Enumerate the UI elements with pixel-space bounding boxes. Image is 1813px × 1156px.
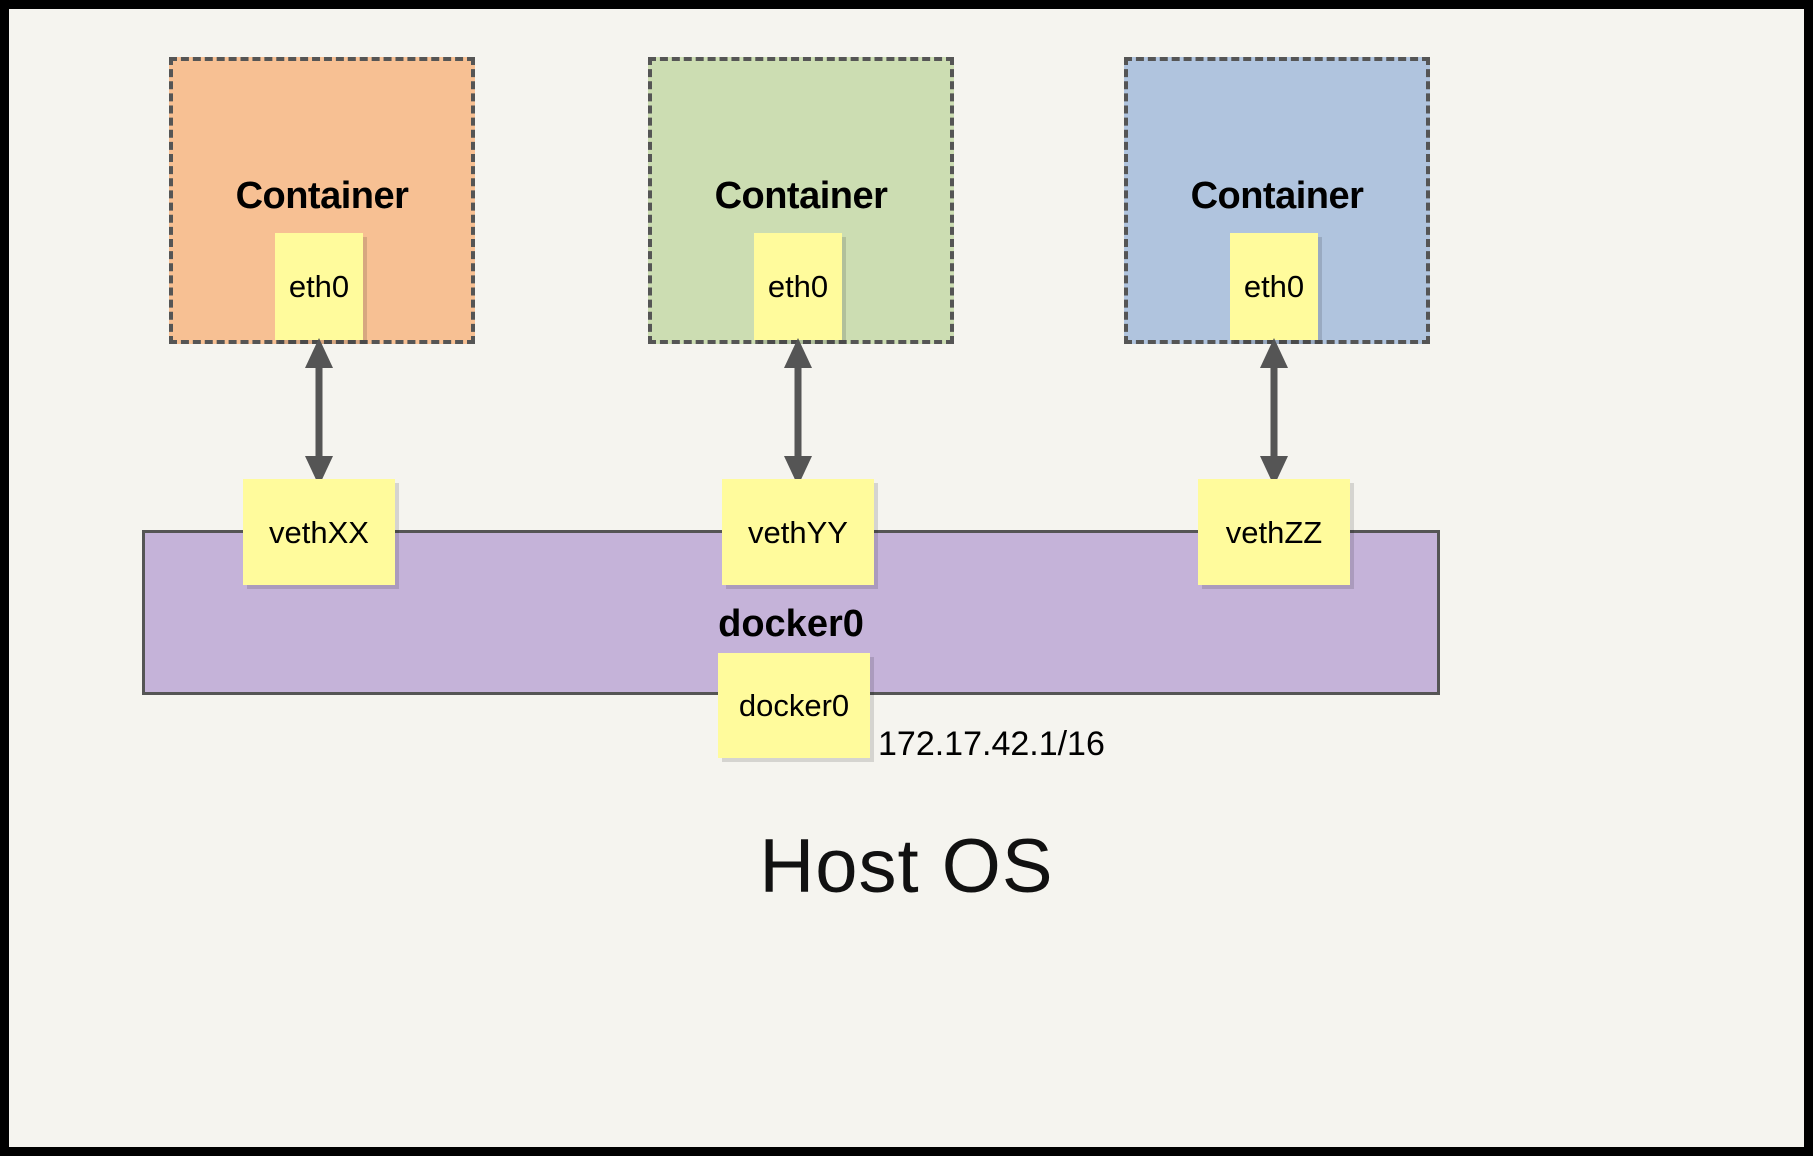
container-eth0-note-3[interactable]: eth0 <box>1230 233 1318 340</box>
container-title-1: Container <box>235 175 409 217</box>
docker0-interface-note[interactable]: docker0 <box>718 653 870 758</box>
container-eth0-label-2: eth0 <box>767 269 829 304</box>
docker0-interface-label: docker0 <box>738 688 850 723</box>
veth-label-1: vethXX <box>269 514 369 550</box>
container-eth0-note-1[interactable]: eth0 <box>275 233 363 340</box>
container-eth0-label-1: eth0 <box>288 269 350 304</box>
container-eth0-note-2[interactable]: eth0 <box>754 233 842 340</box>
veth-note-1[interactable]: vethXX <box>243 479 395 585</box>
veth-note-3[interactable]: vethZZ <box>1198 479 1350 585</box>
host-os-label: Host OS <box>759 824 1054 909</box>
veth-connector-arrow-1 <box>305 338 333 486</box>
container-title-3: Container <box>1190 175 1364 217</box>
veth-connector-arrow-2 <box>784 338 812 486</box>
veth-label-3: vethZZ <box>1225 514 1323 550</box>
container-eth0-label-3: eth0 <box>1243 269 1305 304</box>
veth-note-2[interactable]: vethYY <box>722 479 874 585</box>
veth-label-2: vethYY <box>748 514 848 550</box>
container-title-2: Container <box>714 175 888 217</box>
docker0-bridge-title: docker0 <box>718 603 864 645</box>
docker0-ip-label: 172.17.42.1/16 <box>878 725 1105 763</box>
diagram-canvas: Container eth0 Container eth0 Container … <box>9 9 1804 1147</box>
veth-connector-arrow-3 <box>1260 338 1288 486</box>
